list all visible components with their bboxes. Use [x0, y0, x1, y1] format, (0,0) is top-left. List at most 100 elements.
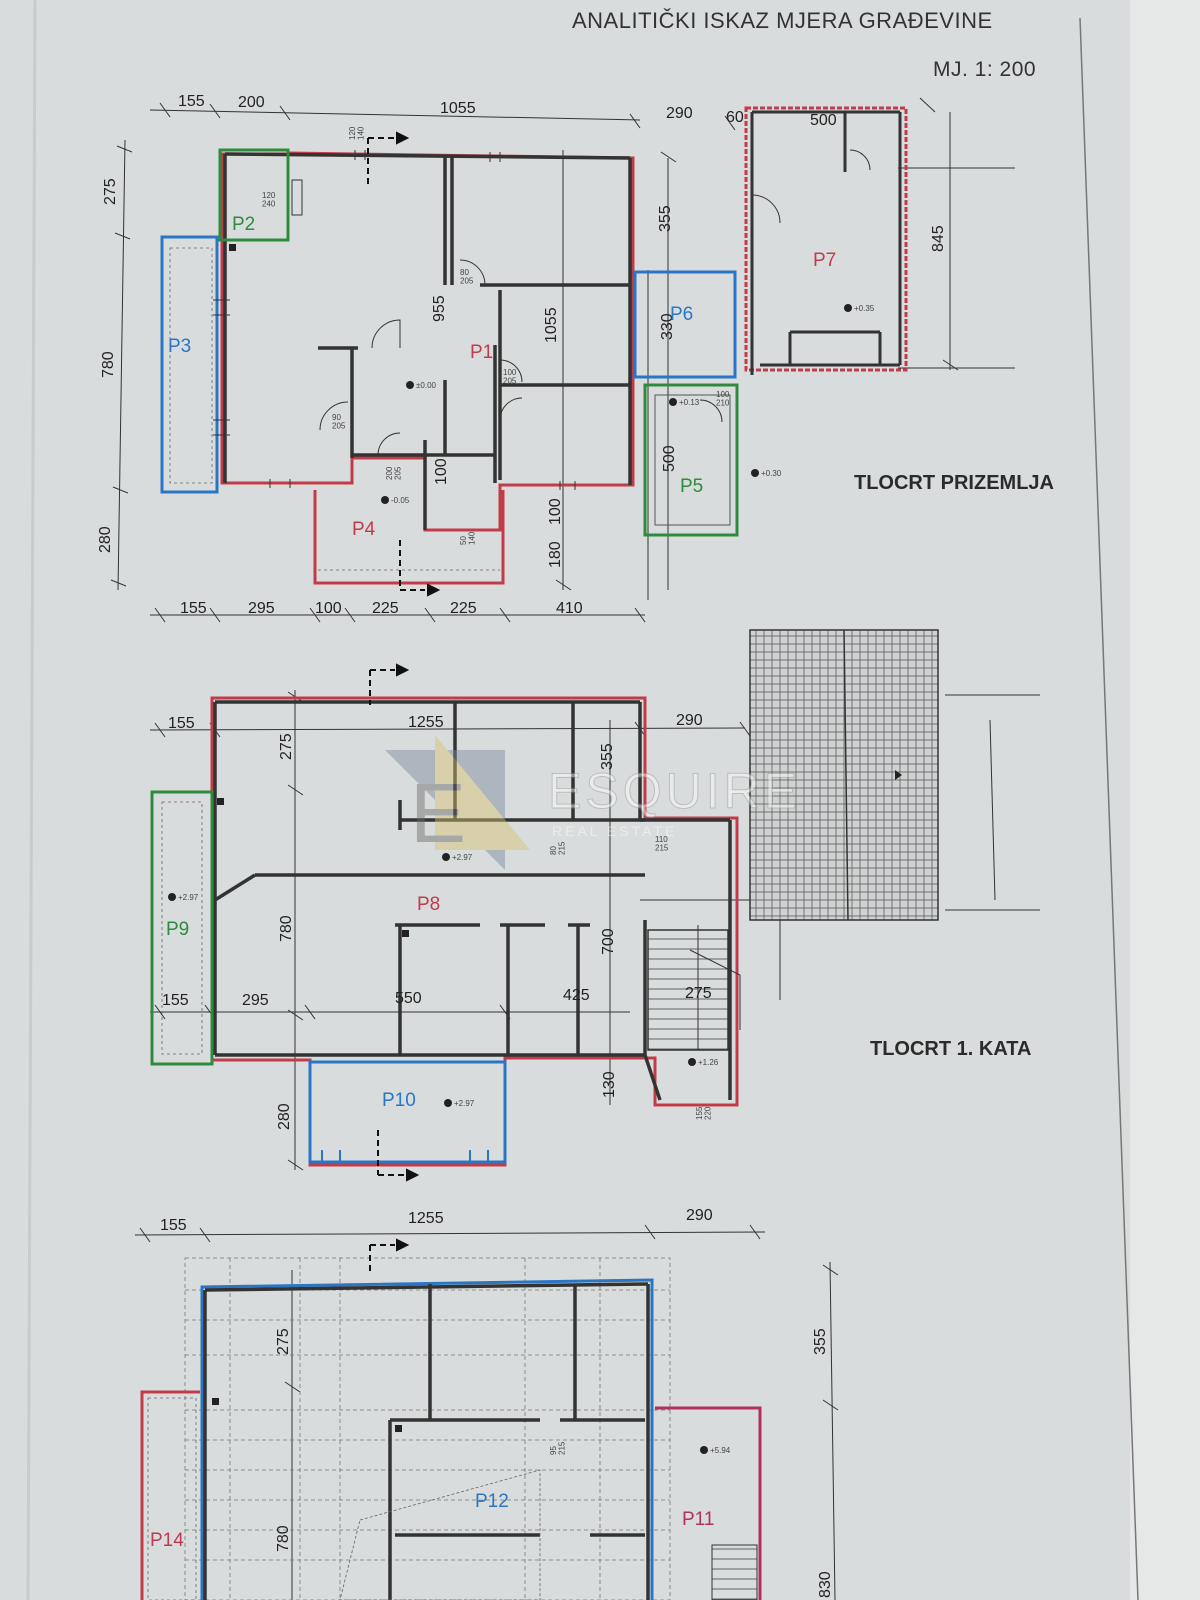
first-dim-top-0: 155	[168, 715, 195, 732]
ground-dim-top-3: 290	[666, 105, 693, 122]
ground-dim-bottom-5: 410	[556, 600, 583, 617]
room-label-p3: P3	[168, 336, 191, 357]
room-outline-p10	[308, 1060, 507, 1164]
first-floor-label: TLOCRT 1. KATA	[870, 1038, 1032, 1060]
room-outline-p14	[140, 1390, 200, 1600]
ground-level-l5: +0.30	[761, 469, 782, 478]
first-dim-inner-3: 155	[162, 992, 189, 1009]
room-label-p12: P12	[475, 1491, 509, 1512]
scale-label: MJ. 1: 200	[933, 58, 1037, 81]
ground-dim-top-2: 1055	[440, 100, 476, 117]
first-floor-plan: 155 1255 290 275 355 780 155 295 550 425…	[149, 629, 1040, 1182]
ground-dim-top-1: 200	[238, 94, 265, 111]
ground-dim-top-4: 60	[726, 109, 744, 126]
room-label-p10: P10	[382, 1090, 416, 1111]
watermark-logo-letter: E	[410, 766, 466, 860]
first-dim-inner-10: 130	[601, 1071, 618, 1098]
esquire-watermark: E ESQUIRE REAL ESTATE	[385, 735, 801, 870]
roof-level-l1: +5.94	[710, 1446, 731, 1455]
first-dim-inner-8: 275	[685, 985, 712, 1002]
ground-dim-inner-0: 955	[431, 295, 448, 322]
room-outline-p8	[210, 696, 739, 1167]
ground-level-l4: +0.13	[679, 398, 700, 407]
first-opening-o3: 155220	[695, 1106, 712, 1120]
room-label-p8: P8	[417, 894, 440, 915]
ground-dim-inner-3: 330	[659, 313, 676, 340]
ground-level-l2: -0.05	[391, 496, 410, 505]
first-opening-o2: 80215	[549, 841, 566, 855]
first-level-l4: +1.26	[698, 1058, 719, 1067]
ground-level-l1: ±0.00	[416, 381, 437, 390]
room-outline-p1	[220, 151, 635, 532]
ground-dim-left-0: 275	[102, 178, 119, 205]
room-label-p14: P14	[150, 1530, 184, 1551]
watermark-logo-shape	[385, 750, 505, 870]
room-outline-p4	[313, 490, 505, 585]
ground-dim-inner-7: 180	[547, 541, 564, 568]
ground-opening-o1: 120140	[348, 126, 365, 140]
first-level-l3: +2.97	[454, 1099, 475, 1108]
first-dim-top-2: 290	[676, 712, 703, 729]
ground-dim-left-1: 780	[100, 351, 117, 378]
roof-dim-top-1: 1255	[408, 1210, 444, 1227]
watermark-name: ESQUIRE	[548, 763, 801, 819]
ground-dim-bottom-2: 100	[315, 600, 342, 617]
watermark-logo-accent	[435, 735, 530, 850]
first-dim-top-1: 1255	[408, 714, 444, 731]
room-label-p9: P9	[166, 919, 189, 940]
ground-opening-o6: 200205	[385, 466, 402, 480]
ground-dim-inner-2: 355	[657, 205, 674, 232]
document-title: ANALITIČKI ISKAZ MJERA GRAĐEVINE	[572, 8, 993, 33]
room-label-p7: P7	[813, 250, 836, 271]
roof-dim-inner-2: 355	[812, 1328, 829, 1355]
ground-dim-inner-1: 1055	[543, 307, 560, 343]
ground-dim-bottom-0: 155	[180, 600, 207, 617]
room-outline-p5	[643, 383, 739, 537]
room-outline-p3	[160, 235, 219, 494]
ground-dim-inner-5: 100	[433, 458, 450, 485]
first-dim-inner-2: 780	[278, 915, 295, 942]
roof-opening-o1: 95215	[549, 1441, 566, 1455]
roof-dim-inner-3: 830	[817, 1571, 834, 1598]
room-outline-p7	[744, 106, 908, 372]
room-outline-p9	[150, 790, 214, 1066]
room-outline-p11	[655, 1406, 762, 1600]
ground-dim-bottom-1: 295	[248, 600, 275, 617]
roof-dim-inner-1: 780	[275, 1525, 292, 1552]
ground-dim-left-2: 280	[97, 526, 114, 553]
ground-floor-label: TLOCRT PRIZEMLJA	[854, 472, 1054, 494]
room-label-p11: P11	[682, 1509, 714, 1530]
watermark-tagline: REAL ESTATE	[552, 823, 677, 839]
roof-dim-top-0: 155	[160, 1217, 187, 1234]
first-dim-inner-7: 700	[600, 928, 617, 955]
paper-edge	[1130, 0, 1200, 1600]
first-level-l2: +2.97	[178, 893, 199, 902]
first-dim-inner-9: 280	[276, 1103, 293, 1130]
first-dim-inner-4: 295	[242, 992, 269, 1009]
room-label-p4: P4	[352, 519, 376, 540]
room-label-p1: P1	[470, 342, 493, 363]
first-dim-inner-5: 550	[395, 990, 422, 1007]
roof-floor-plan: 155 1255 290 275 780 355 830 P12 P11 P14…	[134, 1207, 839, 1600]
roof-dim-inner-0: 275	[275, 1328, 292, 1355]
room-label-p5: P5	[680, 476, 703, 497]
ground-dim-top-0: 155	[178, 93, 205, 110]
ground-dim-bottom-4: 225	[450, 600, 477, 617]
first-level-l1: +2.97	[452, 853, 473, 862]
ground-floor-plan: 155 200 1055 290 60 500 155 295 100 225 …	[97, 93, 1015, 623]
ground-opening-o7: 50140	[459, 531, 476, 545]
ground-dim-inner-6: 100	[547, 498, 564, 525]
room-label-p6: P6	[670, 304, 693, 325]
first-dim-inner-0: 275	[278, 733, 295, 760]
ground-level-l3: +0.35	[854, 304, 875, 313]
roof-dim-top-2: 290	[686, 1207, 713, 1224]
ground-dim-top-5: 500	[810, 112, 837, 129]
first-dim-inner-6: 425	[563, 987, 590, 1004]
room-label-p2: P2	[232, 214, 255, 235]
ground-dim-bottom-3: 225	[372, 600, 399, 617]
